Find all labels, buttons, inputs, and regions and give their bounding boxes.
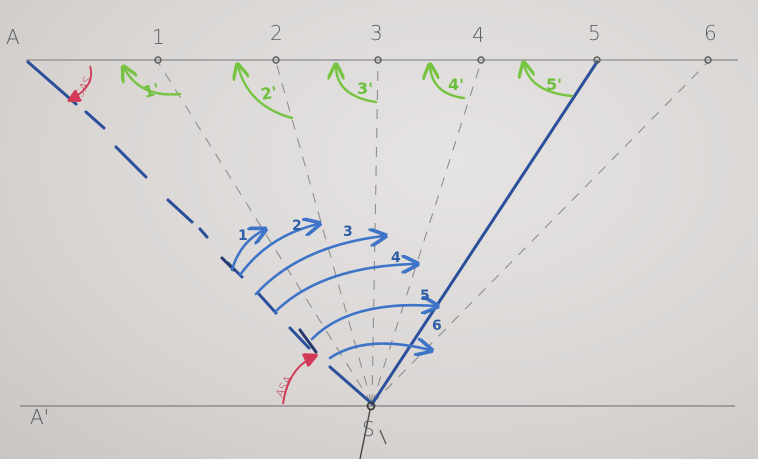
angle-label-4: 4' — [448, 75, 464, 94]
angle-labels: 1' 2' 3' 4' 5' — [141, 75, 562, 104]
left-segment-2 — [84, 110, 106, 130]
arc-4 — [273, 264, 416, 314]
step-label-6: 6 — [432, 318, 442, 334]
left-segment-9 — [328, 365, 372, 404]
point-1-dot — [154, 56, 162, 64]
angle-label-1: 1' — [141, 79, 161, 102]
left-segment-4 — [166, 198, 194, 224]
sas-arc — [70, 65, 92, 100]
angle-arc-1 — [124, 68, 182, 96]
apex-s-dot — [366, 401, 376, 411]
point-5-dot — [593, 56, 601, 64]
ray-to-3 — [371, 61, 379, 405]
transfer-arcs — [230, 224, 436, 360]
left-segment-8 — [288, 326, 311, 350]
ray-to-6 — [371, 61, 709, 405]
apex-stub-down — [359, 409, 371, 459]
point-label-5: 5 — [588, 21, 601, 45]
angle-arc-4 — [430, 66, 466, 100]
side-a-to-s — [26, 60, 372, 404]
sas-label: SAS — [73, 74, 95, 99]
step-label-3: 3 — [343, 224, 353, 240]
left-segment-7 — [256, 291, 278, 315]
arc-3 — [254, 236, 384, 296]
point-4-dot — [477, 56, 485, 64]
label-s: S — [362, 417, 375, 441]
point-3-dot — [374, 56, 382, 64]
asa-arc — [282, 356, 315, 405]
left-segment-1 — [26, 60, 78, 106]
step-label-2: 2 — [292, 218, 302, 234]
label-a: A — [6, 25, 20, 49]
angle-arc-2 — [238, 66, 294, 120]
angle-label-5: 5' — [546, 75, 562, 94]
side-s-to-5 — [370, 60, 599, 406]
top-point-dots — [154, 56, 712, 64]
angle-arc-3 — [336, 66, 378, 104]
point-labels: 1 2 3 4 5 6 — [152, 21, 717, 49]
point-label-2: 2 — [270, 21, 283, 45]
label-a-prime: A' — [30, 405, 49, 429]
apex-stub-right — [379, 429, 387, 445]
angle-label-3: 3' — [357, 79, 373, 98]
point-label-4: 4 — [472, 23, 485, 47]
arc-6 — [328, 344, 430, 360]
left-segment-3 — [114, 145, 148, 179]
tick-2 — [298, 328, 318, 354]
point-2-dot — [272, 56, 280, 64]
point-label-6: 6 — [704, 21, 717, 45]
angle-arcs — [124, 64, 574, 120]
step-labels: 1 2 3 4 5 6 — [238, 218, 442, 334]
angle-label-2: 2' — [259, 82, 278, 103]
point-6-dot — [704, 56, 712, 64]
ray-to-4 — [371, 61, 482, 405]
point-label-1: 1 — [152, 25, 165, 49]
arc-5 — [310, 305, 436, 341]
step-label-5: 5 — [420, 288, 430, 304]
point-label-3: 3 — [370, 21, 383, 45]
left-segment-5 — [198, 227, 209, 239]
angle-arc-5 — [524, 64, 574, 98]
step-label-4: 4 — [391, 250, 401, 266]
arc-1 — [230, 230, 264, 272]
step-label-1: 1 — [238, 228, 248, 244]
arc-2 — [238, 224, 318, 277]
